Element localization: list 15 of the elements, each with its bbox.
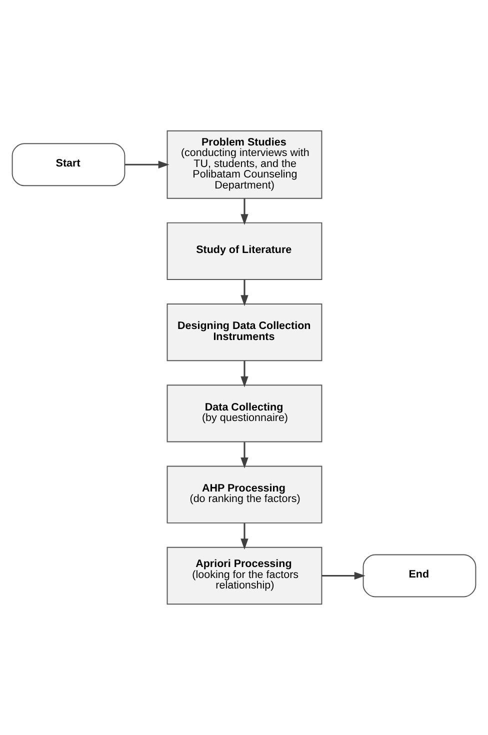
node-box: AHP Processing (do ranking the factors) — [166, 466, 322, 524]
arrow — [322, 572, 366, 580]
arrow — [124, 160, 170, 168]
node-box: Study of Literature — [166, 222, 322, 280]
arrow — [240, 442, 248, 468]
node-box: Designing Data Collection Instruments — [166, 303, 322, 362]
arrow — [240, 360, 248, 388]
node-box: End — [362, 554, 476, 598]
node-box: Apriori Processing (looking for the factors relationship) — [166, 546, 322, 605]
arrow — [240, 280, 248, 306]
arrow — [240, 198, 248, 226]
arrow — [240, 523, 248, 550]
node-box: Start — [12, 143, 126, 186]
node-box: Problem Studies (conducting interviews with TU, students, and the Polibatam Counseling Department) — [166, 130, 322, 199]
node-box: Data Collecting (by questionnaire) — [166, 384, 322, 442]
